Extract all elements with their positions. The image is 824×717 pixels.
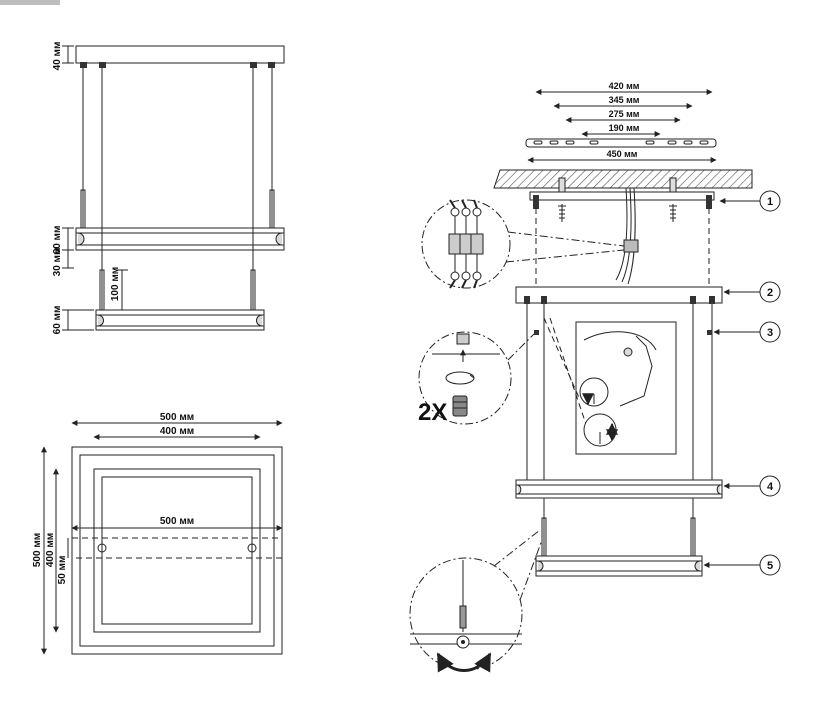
install-view: 420 мм 345 мм 275 мм 190 мм 450 мм: [409, 81, 781, 673]
stopper-icon: [445, 333, 475, 417]
callout-2: 2: [767, 287, 773, 299]
quantity-label: 2X: [418, 399, 447, 426]
ceiling: [493, 169, 753, 189]
dim-outer-height: 500 мм: [32, 533, 43, 567]
dim-345: 345 мм: [609, 95, 640, 105]
frame-upper: [75, 227, 285, 251]
crossbar: [71, 537, 283, 559]
dim-420: 420 мм: [609, 81, 640, 91]
dim-inner-height: 400 мм: [45, 533, 56, 567]
header-strip: [0, 0, 60, 5]
callout-3: 3: [767, 327, 773, 339]
inner-frame: [93, 468, 261, 633]
callouts: 1 2 3 4 5: [703, 190, 781, 576]
dim-190: 190 мм: [609, 123, 640, 133]
callout-5: 5: [767, 560, 773, 572]
dim-bar-width: 500 мм: [160, 516, 194, 527]
dim-275: 275 мм: [609, 109, 640, 119]
top-view: 500 мм 400 мм 500 мм 500 мм 400 мм 50 мм: [32, 412, 283, 655]
terminal-block-icon: [448, 199, 484, 289]
adjust-detail: [575, 321, 677, 455]
dim-canopy-height: 40 мм: [52, 42, 63, 71]
side-view: 40 мм 60 мм 30 мм 100 мм 60 мм: [52, 42, 285, 335]
dim-inner-width: 400 мм: [160, 426, 194, 437]
canopy-nuts: [80, 62, 275, 68]
callout-1: 1: [767, 196, 773, 208]
dim-gap: 30 мм: [52, 248, 63, 277]
connector-detail: [421, 199, 511, 289]
screw-icon: [558, 204, 677, 222]
dim-offset: 100 мм: [110, 267, 121, 301]
outer-frame: [71, 446, 283, 655]
dim-plate-450: 450 мм: [607, 149, 638, 159]
stopper-detail: [418, 331, 512, 425]
dim-frame1-height: 60 мм: [52, 226, 63, 255]
frame-upper: [515, 479, 723, 499]
dim-frame2-height: 60 мм: [52, 306, 63, 335]
canopy: [75, 45, 285, 64]
dim-bar-height: 50 мм: [57, 556, 68, 585]
dim-outer-width: 500 мм: [160, 412, 194, 423]
mounting-plate: [525, 138, 717, 148]
plate-mounted: [529, 191, 715, 201]
hand-icon: [619, 335, 653, 407]
rotate-arrow-icon: [436, 652, 492, 673]
frame-lower: [535, 555, 703, 577]
frame-lower: [95, 309, 265, 331]
callout-4: 4: [767, 481, 774, 493]
canopy: [515, 286, 723, 304]
